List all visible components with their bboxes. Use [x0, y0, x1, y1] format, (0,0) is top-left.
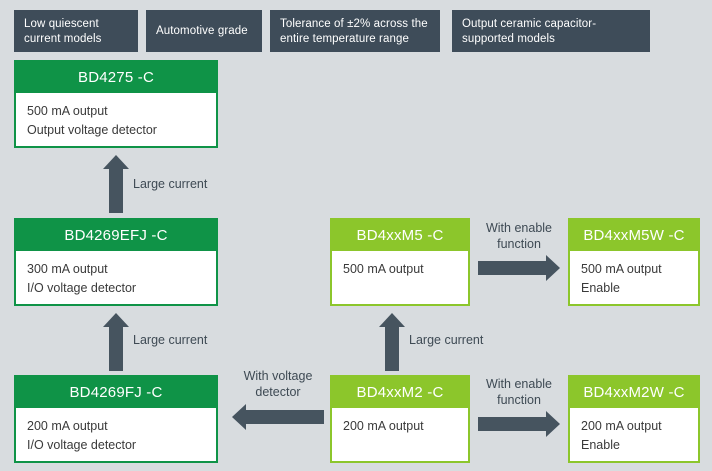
card-title: BD4275 -C — [16, 62, 216, 93]
card-body-line: 200 mA output — [581, 419, 662, 433]
card-body-line: 500 mA output — [27, 104, 108, 118]
badge-output-ceramic-capacitor: Output ceramic capacitor-supported model… — [452, 10, 650, 52]
badge-label: Tolerance of ±2% across the entire tempe… — [280, 18, 428, 45]
arrow-caption-large-current-middle: Large current — [409, 333, 484, 347]
card-body: 500 mA output Output voltage detector — [16, 93, 216, 146]
card-title: BD4xxM5W -C — [570, 220, 698, 251]
arrow-caption-large-current-lower: Large current — [133, 333, 208, 347]
card-title: BD4xxM5 -C — [332, 220, 468, 251]
badge-low-quiescent-current: Low quiescent current models — [14, 10, 138, 52]
card-body-line: Enable — [581, 281, 620, 295]
arrow-enable-upper — [478, 255, 560, 281]
card-body: 300 mA output I/O voltage detector — [16, 251, 216, 304]
arrow-caption-voltage-detector: With voltage detector — [243, 369, 313, 399]
card-body-line: 200 mA output — [343, 419, 424, 433]
card-body: 200 mA output I/O voltage detector — [16, 408, 216, 461]
arrow-large-current-middle — [379, 313, 405, 371]
arrow-head-icon — [379, 313, 405, 327]
card-title: BD4269EFJ -C — [16, 220, 216, 251]
arrow-large-current-lower — [103, 313, 129, 371]
arrow-head-icon — [103, 155, 129, 169]
arrow-head-icon — [232, 404, 246, 430]
badge-label: Output ceramic capacitor-supported model… — [462, 18, 597, 45]
card-title: BD4xxM2W -C — [570, 377, 698, 408]
card-body: 500 mA output — [332, 251, 468, 285]
arrow-head-icon — [546, 255, 560, 281]
arrow-shaft — [385, 326, 399, 371]
card-bd4269fj-c[interactable]: BD4269FJ -C 200 mA output I/O voltage de… — [14, 375, 218, 463]
card-title: BD4xxM2 -C — [332, 377, 468, 408]
arrow-caption-enable-lower: With enable function — [485, 377, 552, 407]
arrow-enable-lower — [478, 411, 560, 437]
arrow-head-icon — [546, 411, 560, 437]
arrow-shaft — [109, 168, 123, 213]
card-body-line: Enable — [581, 438, 620, 452]
arrow-head-icon — [103, 313, 129, 327]
arrow-large-current-upper — [103, 155, 129, 213]
badge-tolerance: Tolerance of ±2% across the entire tempe… — [270, 10, 440, 52]
card-body-line: I/O voltage detector — [27, 281, 137, 295]
card-body-line: 500 mA output — [581, 262, 662, 276]
card-bd4xxm5-c[interactable]: BD4xxM5 -C 500 mA output — [330, 218, 470, 306]
card-body-line: I/O voltage detector — [27, 438, 137, 452]
arrow-shaft — [109, 326, 123, 371]
card-body: 200 mA output Enable — [570, 408, 698, 461]
card-bd4xxm2w-c[interactable]: BD4xxM2W -C 200 mA output Enable — [568, 375, 700, 463]
arrow-caption-large-current-upper: Large current — [133, 177, 208, 191]
card-bd4275-c[interactable]: BD4275 -C 500 mA output Output voltage d… — [14, 60, 218, 148]
card-bd4xxm5w-c[interactable]: BD4xxM5W -C 500 mA output Enable — [568, 218, 700, 306]
arrow-voltage-detector — [232, 404, 324, 430]
card-body: 200 mA output — [332, 408, 468, 442]
card-bd4xxm2-c[interactable]: BD4xxM2 -C 200 mA output — [330, 375, 470, 463]
arrow-shaft — [478, 417, 548, 431]
badge-label: Automotive grade — [156, 24, 248, 37]
card-body: 500 mA output Enable — [570, 251, 698, 304]
arrow-shaft — [246, 410, 324, 424]
card-body-line: 500 mA output — [343, 262, 424, 276]
card-bd4269efj-c[interactable]: BD4269EFJ -C 300 mA output I/O voltage d… — [14, 218, 218, 306]
card-body-line: 300 mA output — [27, 262, 108, 276]
badge-label: Low quiescent current models — [24, 18, 102, 45]
card-title: BD4269FJ -C — [16, 377, 216, 408]
badge-automotive-grade: Automotive grade — [146, 10, 262, 52]
arrow-shaft — [478, 261, 548, 275]
card-body-line: Output voltage detector — [27, 123, 157, 137]
card-body-line: 200 mA output — [27, 419, 108, 433]
arrow-caption-enable-upper: With enable function — [485, 221, 552, 251]
